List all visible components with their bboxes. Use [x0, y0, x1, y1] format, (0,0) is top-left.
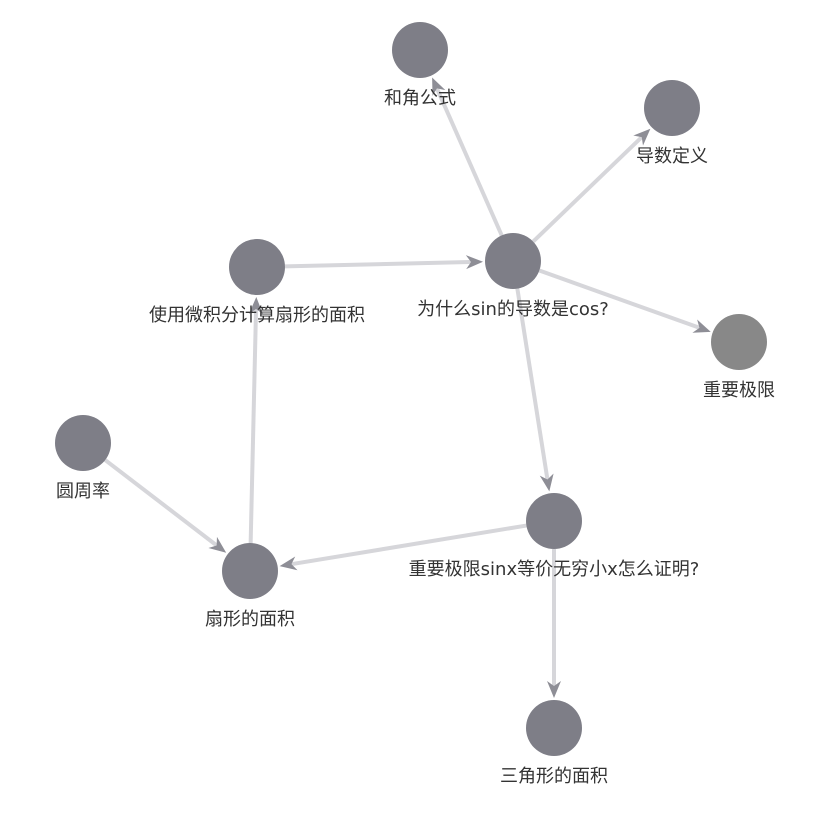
- node-circle[interactable]: [222, 543, 278, 599]
- arrowhead-icon: [279, 556, 298, 571]
- node-circle[interactable]: [485, 233, 541, 289]
- node-circle[interactable]: [392, 22, 448, 78]
- edge-line: [287, 523, 527, 567]
- edge-line: [104, 458, 222, 550]
- edge-weijifen-to-sincos[interactable]: [284, 255, 484, 270]
- node-label: 和角公式: [384, 88, 456, 109]
- node-weijifen[interactable]: 使用微积分计算扇形的面积: [149, 239, 365, 326]
- arrowhead-icon: [465, 255, 484, 270]
- node-hejiao[interactable]: 和角公式: [384, 22, 456, 109]
- node-sincos[interactable]: 为什么sin的导数是cos?: [417, 233, 609, 320]
- node-circle[interactable]: [229, 239, 285, 295]
- edge-shanxing-to-weijifen[interactable]: [248, 296, 263, 544]
- node-sinx[interactable]: 重要极限sinx等价无穷小x怎么证明?: [409, 493, 700, 580]
- edge-sincos-to-hejiao[interactable]: [432, 77, 504, 237]
- node-circle[interactable]: [644, 80, 700, 136]
- edges: [104, 77, 711, 698]
- arrowhead-icon: [692, 319, 711, 333]
- node-circle[interactable]: [526, 700, 582, 756]
- arrowhead-icon: [633, 128, 651, 146]
- node-circle[interactable]: [526, 493, 582, 549]
- node-label: 圆周率: [56, 481, 110, 502]
- edge-sinx-to-sanjiao[interactable]: [547, 549, 561, 698]
- edge-line: [515, 288, 551, 484]
- node-label: 重要极限: [703, 380, 775, 401]
- node-circle[interactable]: [711, 314, 767, 370]
- node-circle[interactable]: [55, 415, 111, 471]
- node-label: 重要极限sinx等价无穷小x怎么证明?: [409, 559, 700, 580]
- edge-line: [531, 132, 647, 244]
- arrowhead-icon: [547, 681, 561, 698]
- node-label: 使用微积分计算扇形的面积: [149, 305, 365, 326]
- node-sanjiao[interactable]: 三角形的面积: [500, 700, 608, 787]
- node-pi[interactable]: 圆周率: [55, 415, 111, 502]
- node-label: 三角形的面积: [500, 766, 608, 787]
- arrowhead-icon: [248, 296, 263, 315]
- node-label: 扇形的面积: [205, 609, 295, 630]
- edge-sincos-to-sinx[interactable]: [515, 288, 554, 492]
- edge-line: [538, 268, 704, 332]
- arrowhead-icon: [539, 473, 554, 492]
- edge-pi-to-shanxing[interactable]: [104, 458, 227, 553]
- node-label: 为什么sin的导数是cos?: [417, 299, 609, 320]
- edge-line: [433, 83, 504, 237]
- node-label: 导数定义: [636, 146, 708, 167]
- arrowhead-icon: [208, 536, 227, 553]
- arrowhead-icon: [432, 77, 446, 96]
- edge-line: [284, 259, 476, 269]
- edge-sinx-to-shanxing[interactable]: [279, 523, 527, 571]
- node-shanxing[interactable]: 扇形的面积: [205, 543, 295, 630]
- edge-sincos-to-daoshu[interactable]: [531, 128, 651, 244]
- node-daoshu[interactable]: 导数定义: [636, 80, 708, 167]
- edge-line: [248, 304, 259, 544]
- edge-sincos-to-jixian[interactable]: [538, 268, 711, 333]
- node-jixian[interactable]: 重要极限: [703, 314, 775, 401]
